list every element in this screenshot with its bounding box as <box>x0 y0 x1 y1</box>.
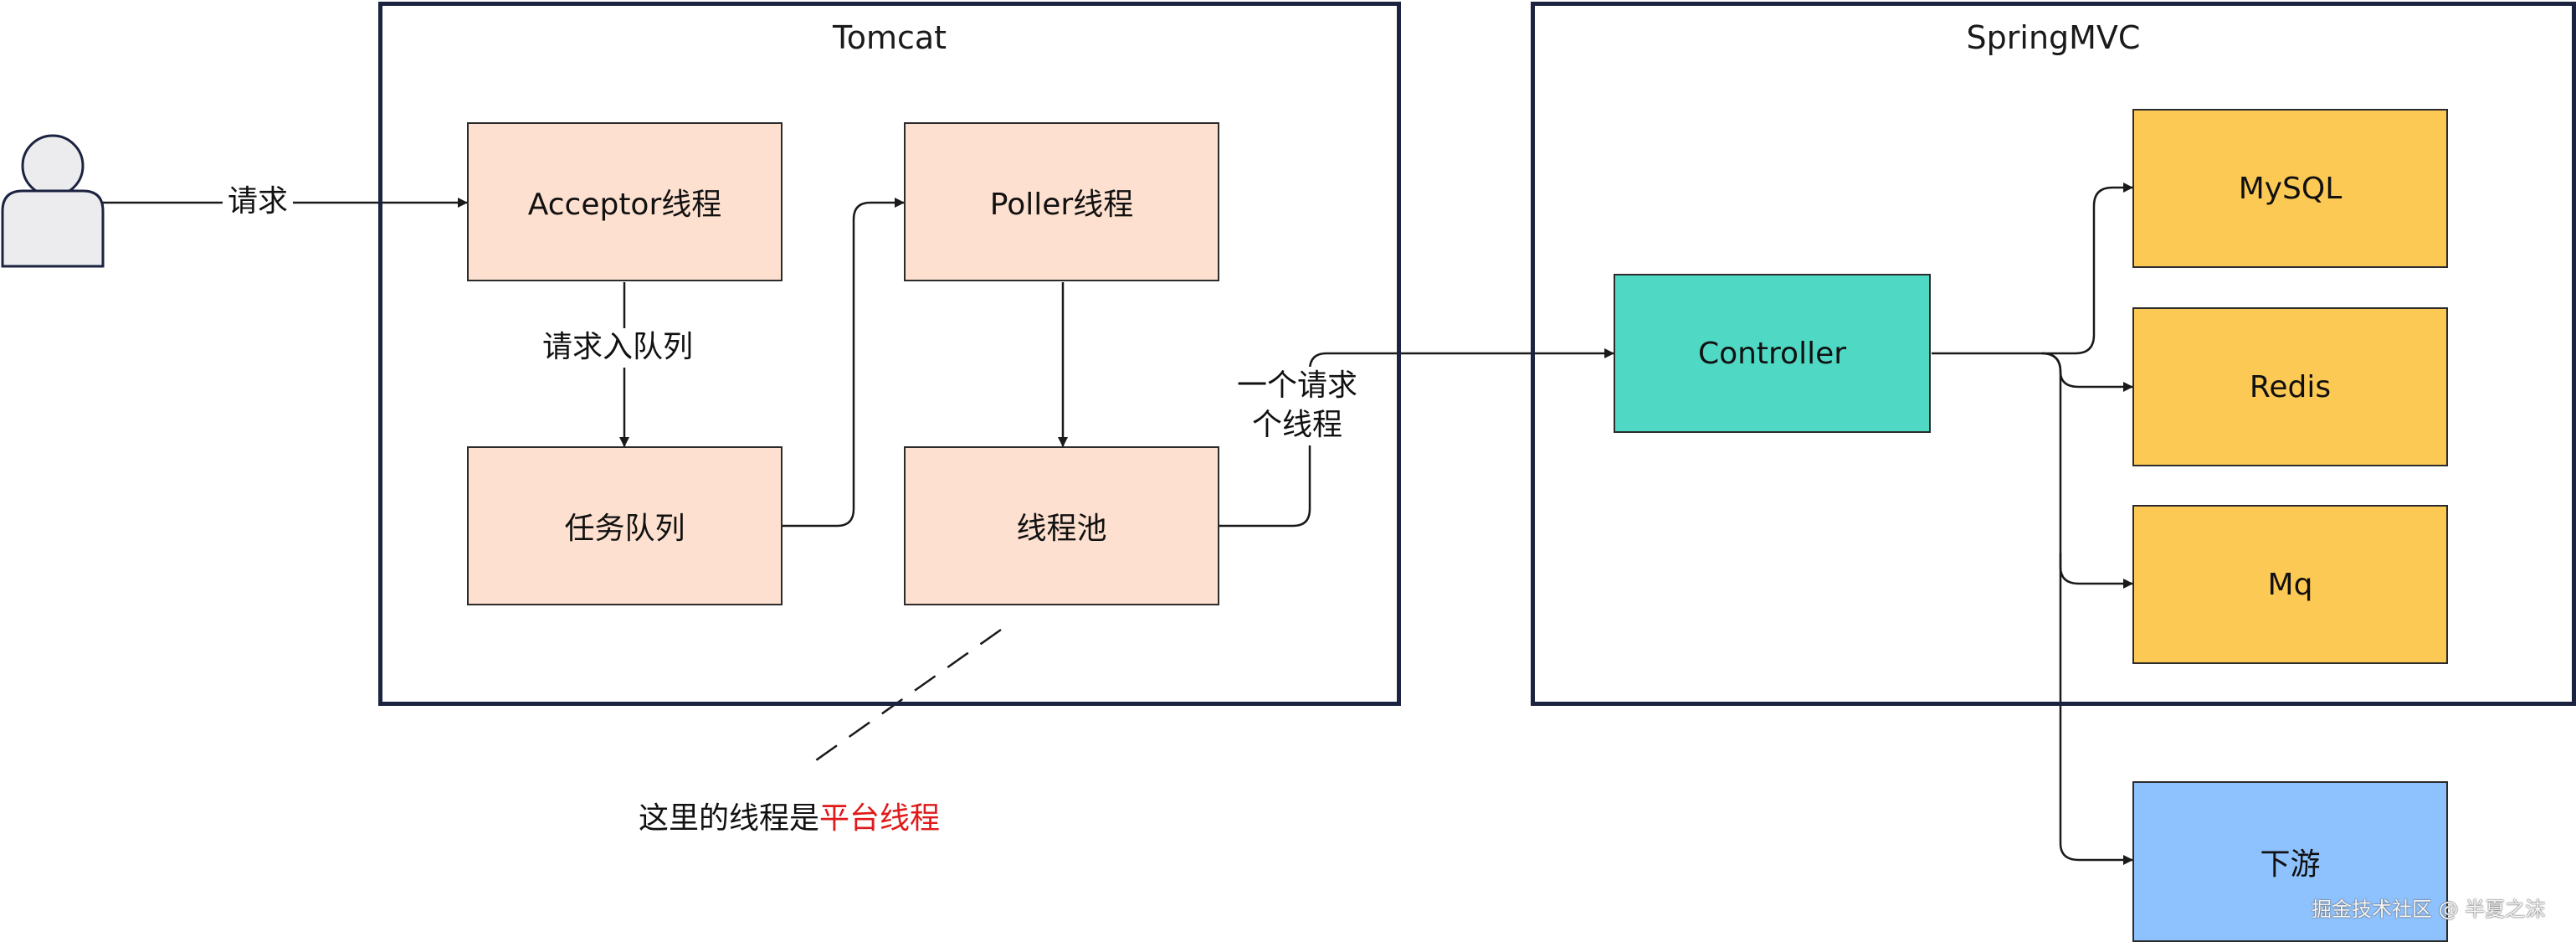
mysql-node: MySQL <box>2132 109 2448 268</box>
downstream-node: 下游 <box>2132 781 2448 942</box>
springmvc-container: SpringMVC <box>1531 2 2576 706</box>
thread-pool-node: 线程池 <box>904 446 1219 605</box>
user-icon <box>1 134 105 268</box>
edge-label-line2: 个线程 <box>1252 407 1343 442</box>
mq-node: Mq <box>2132 505 2448 664</box>
task-queue-node: 任务队列 <box>467 446 783 605</box>
redis-node: Redis <box>2132 307 2448 466</box>
edge-label-line1: 一个请求 <box>1237 368 1358 403</box>
note-highlight: 平台线程 <box>819 801 941 836</box>
edge-label-one-request-one-thread: 一个请求 个线程 <box>1234 367 1362 445</box>
edge-label-request: 请求 <box>223 183 294 222</box>
tomcat-title: Tomcat <box>832 19 947 56</box>
edge-label-enqueue: 请求入队列 <box>539 328 697 368</box>
edge-taskqueue-poller <box>783 198 905 528</box>
watermark: 掘金技术社区 @ 半夏之沫 <box>2312 898 2546 921</box>
platform-thread-note: 这里的线程是平台线程 <box>639 794 940 837</box>
springmvc-title: SpringMVC <box>1966 19 2141 56</box>
edge-controller-mysql <box>1932 183 2133 355</box>
acceptor-thread-node: Acceptor线程 <box>467 122 783 281</box>
controller-node: Controller <box>1614 274 1931 433</box>
poller-thread-node: Poller线程 <box>904 122 1219 281</box>
note-prefix: 这里的线程是 <box>639 801 820 836</box>
edge-controller-downstream <box>2059 553 2133 865</box>
tomcat-container: Tomcat <box>378 2 1401 706</box>
